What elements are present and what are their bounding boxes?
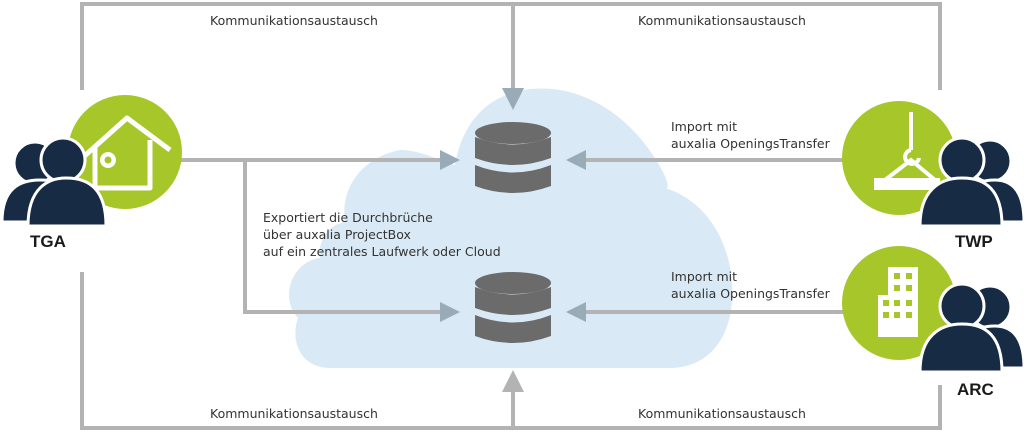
people-icon bbox=[0, 136, 108, 228]
arrow-down-icon bbox=[502, 88, 524, 110]
import-label-top: Import mit auxalia OpeningsTransfer bbox=[671, 118, 830, 152]
comm-label-top-right: Kommunikationsaustausch bbox=[638, 13, 806, 28]
arrow-left-icon bbox=[566, 150, 586, 170]
tga-to-db-bottom-line bbox=[243, 160, 444, 314]
export-line-2: über auxalia ProjectBox bbox=[263, 227, 411, 242]
arrow-right-icon bbox=[440, 150, 460, 170]
people-icon bbox=[918, 136, 1024, 228]
tga-group bbox=[0, 95, 182, 228]
comm-label-top-left: Kommunikationsaustausch bbox=[210, 13, 378, 28]
arc-group bbox=[842, 246, 1024, 374]
export-line-3: auf ein zentrales Laufwerk oder Cloud bbox=[263, 244, 501, 259]
arrowheads bbox=[440, 88, 586, 322]
arrow-left-icon bbox=[566, 302, 586, 322]
role-label-arc: ARC bbox=[957, 380, 994, 399]
import-top-line-2: auxalia OpeningsTransfer bbox=[671, 136, 830, 151]
import-bottom-line-2: auxalia OpeningsTransfer bbox=[671, 286, 830, 301]
house-gear-icon bbox=[78, 115, 172, 191]
role-label-twp: TWP bbox=[955, 232, 993, 251]
twp-group bbox=[842, 101, 1024, 228]
database-top bbox=[475, 122, 551, 193]
import-label-bottom: Import mit auxalia OpeningsTransfer bbox=[671, 268, 830, 302]
role-label-tga: TGA bbox=[30, 232, 66, 251]
database-bottom bbox=[475, 272, 551, 343]
communication-lines bbox=[80, 2, 942, 430]
arrow-right-icon bbox=[440, 302, 460, 322]
export-line-1: Exportiert die Durchbrüche bbox=[263, 210, 433, 225]
export-label: Exportiert die Durchbrüche über auxalia … bbox=[263, 209, 501, 260]
import-bottom-line-1: Import mit bbox=[671, 269, 738, 284]
comm-label-bottom-left: Kommunikationsaustausch bbox=[210, 406, 378, 421]
import-top-line-1: Import mit bbox=[671, 119, 738, 134]
comm-label-bottom-right: Kommunikationsaustausch bbox=[638, 406, 806, 421]
people-icon bbox=[918, 282, 1024, 374]
arrow-up-icon bbox=[502, 370, 524, 392]
